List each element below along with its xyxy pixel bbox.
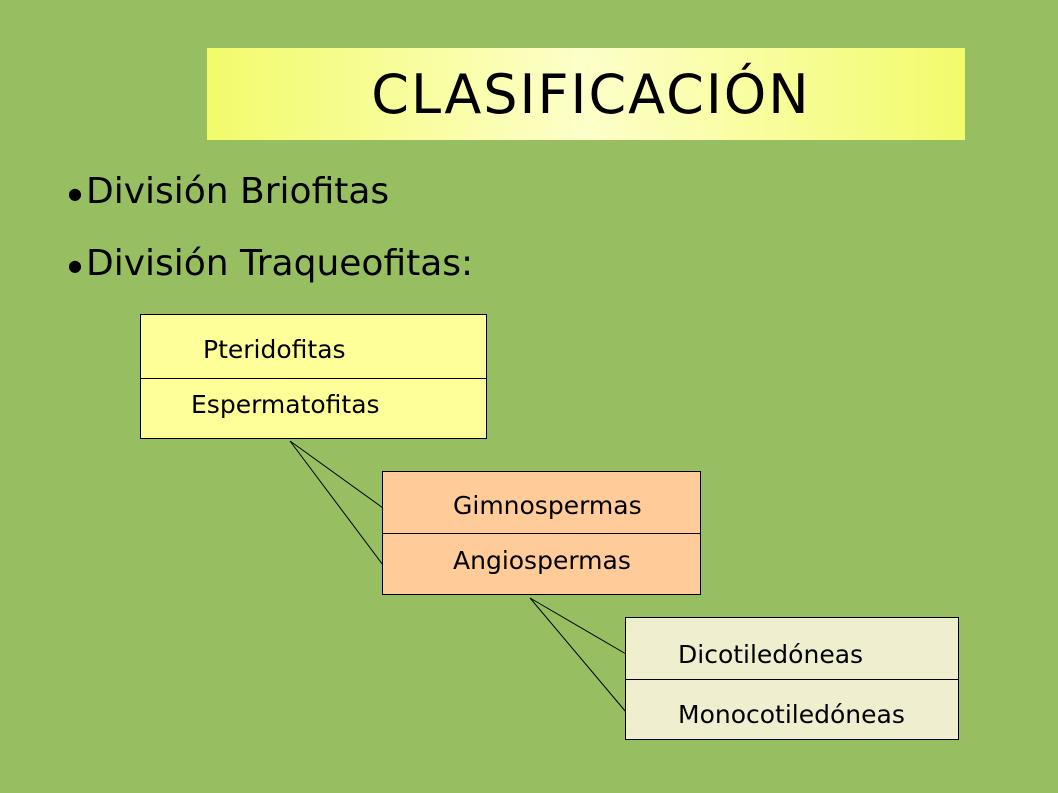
box-item-angiospermas: Angiospermas bbox=[453, 546, 631, 575]
box-item-gimnospermas: Gimnospermas bbox=[453, 491, 642, 520]
box-item-espermatofitas: Espermatofitas bbox=[191, 390, 380, 419]
page-title: CLASIFICACIÓN bbox=[371, 62, 811, 126]
bullet-marker: ● bbox=[68, 256, 82, 275]
bullet-text: División Briofitas bbox=[85, 171, 390, 212]
connector-line bbox=[529, 597, 627, 655]
connector-line bbox=[289, 440, 384, 566]
box-divider bbox=[383, 533, 700, 534]
box-angiospermas-groups: Dicotiledóneas Monocotiledóneas bbox=[625, 617, 959, 740]
bullet-marker: ● bbox=[68, 184, 82, 203]
box-espermatofitas-groups: Gimnospermas Angiospermas bbox=[382, 471, 701, 595]
bullet-briofitas: ● División Briofitas bbox=[68, 172, 389, 218]
connector-line bbox=[529, 597, 627, 713]
box-traqueofitas-groups: Pteridofitas Espermatofitas bbox=[140, 314, 487, 439]
box-item-pteridofitas: Pteridofitas bbox=[203, 335, 346, 364]
bullet-text: División Traqueofitas: bbox=[85, 243, 474, 284]
bullet-traqueofitas: ● División Traqueofitas: bbox=[68, 244, 473, 290]
title-banner: CLASIFICACIÓN bbox=[207, 48, 965, 140]
box-item-monocotiledoneas: Monocotiledóneas bbox=[678, 700, 905, 729]
box-divider bbox=[626, 679, 958, 680]
box-divider bbox=[141, 378, 486, 379]
connector-line bbox=[289, 440, 384, 509]
box-item-dicotiledoneas: Dicotiledóneas bbox=[678, 640, 864, 669]
